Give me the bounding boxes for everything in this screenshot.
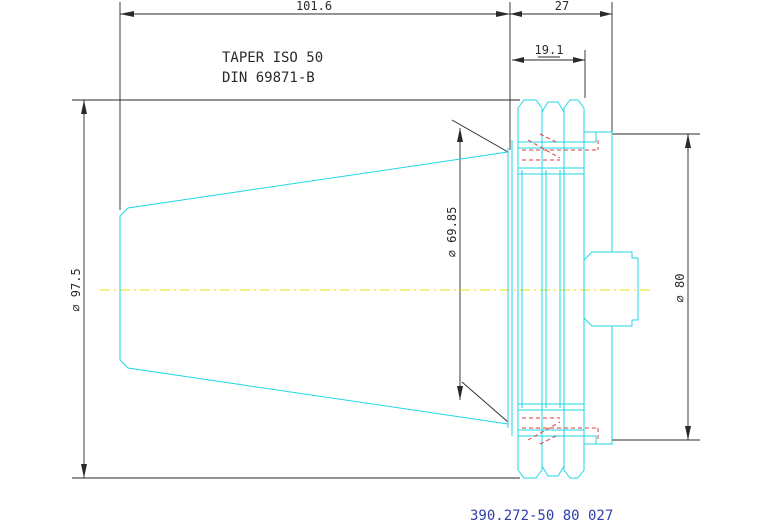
dimension-label-diameter-shank: ⌀ 80 [673,274,687,303]
dimension-diameter-flange: ⌀ 97.5 [69,99,520,479]
dimension-label-length-total: 101.6 [296,0,332,13]
dimension-diameter-shank: ⌀ 80 [612,133,700,441]
flange-body [517,99,596,479]
dimension-diameter-taper: ⌀ 69.85 [445,119,509,423]
part-number: 390.272-50 80 027 [470,508,613,523]
dimension-flange-width: 27 [510,0,613,132]
dimension-label-flange-inner: 19.1 [535,43,564,57]
dimension-label-diameter-flange: ⌀ 97.5 [69,268,83,311]
dimension-label-diameter-taper: ⌀ 69.85 [445,207,459,258]
note-taper-iso: TAPER ISO 50 [222,50,323,66]
dimension-flange-inner: 19.1 [512,43,586,98]
hidden-lines [522,133,599,445]
dimension-length-total: 101.6 [119,0,511,210]
dimension-label-flange-width: 27 [555,0,569,13]
taper-contour [119,140,513,436]
shank-contour [583,131,639,445]
note-din: DIN 69871-B [222,70,315,86]
